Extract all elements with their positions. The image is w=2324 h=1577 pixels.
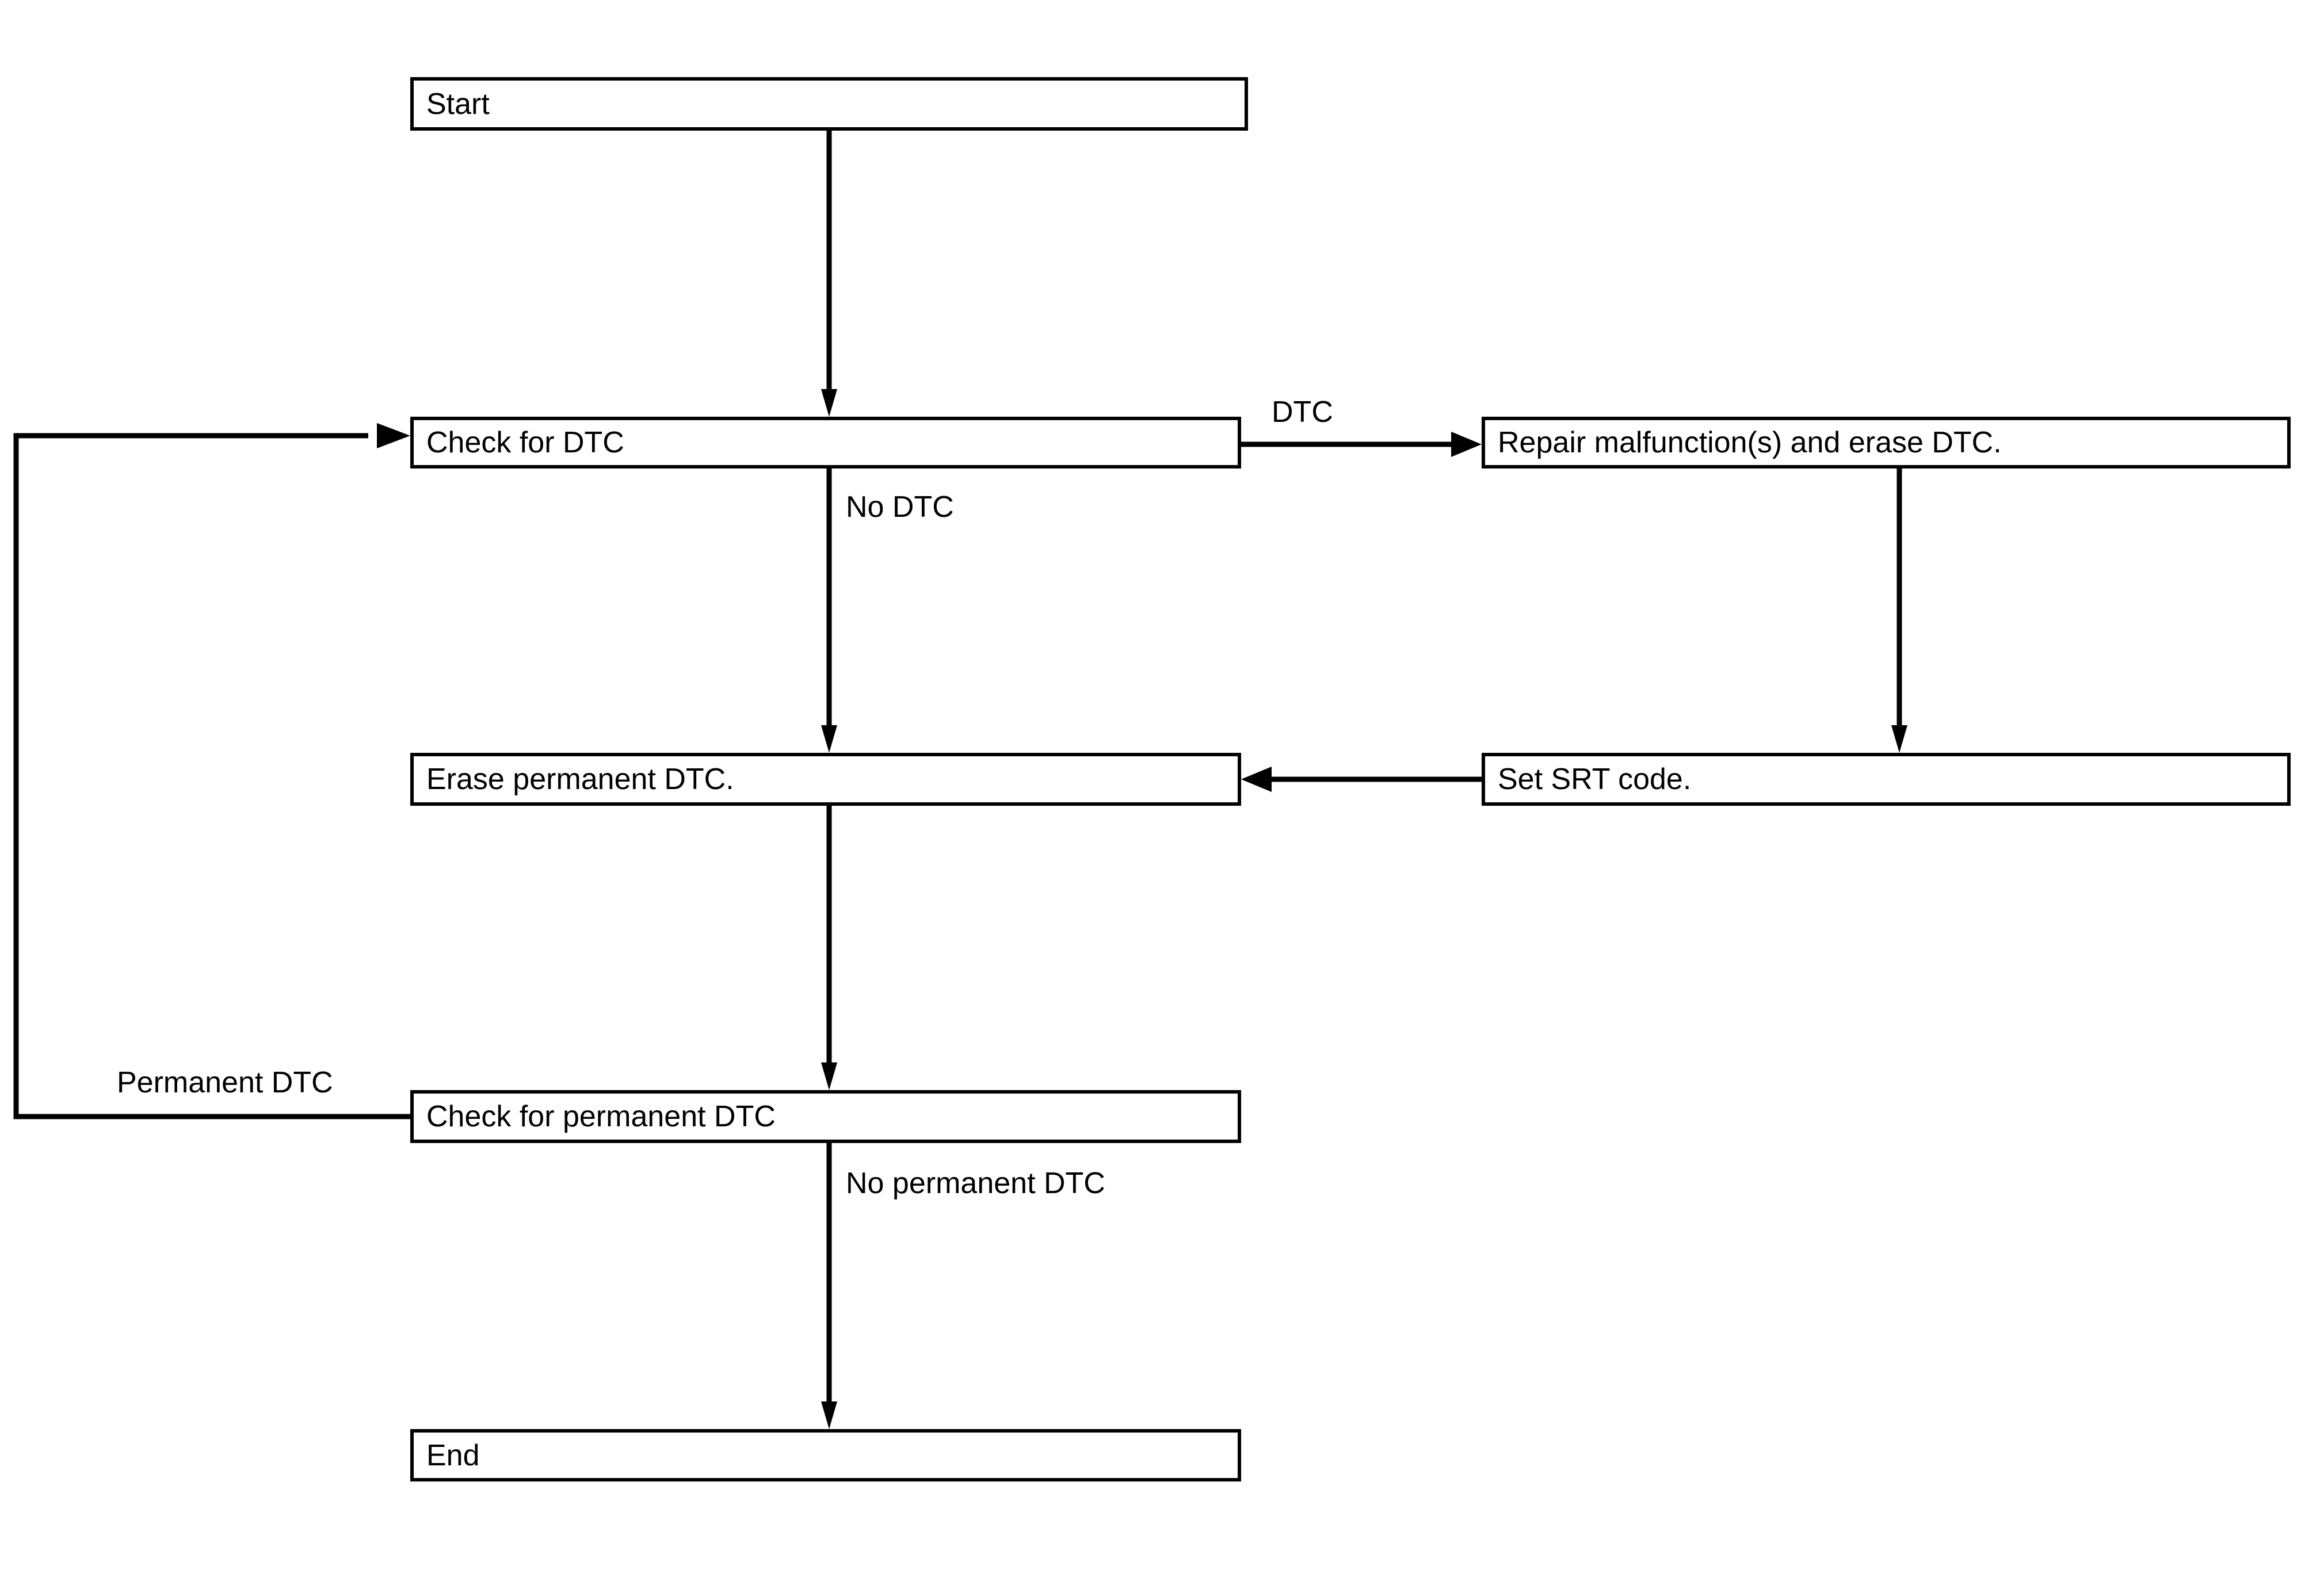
node-check-for-dtc[interactable]: Check for DTC bbox=[410, 417, 1241, 468]
edge-label-permanent-dtc: Permanent DTC bbox=[117, 1066, 333, 1099]
edge-label-no-dtc: No DTC bbox=[846, 490, 954, 524]
node-set-srt-code-label: Set SRT code. bbox=[1498, 763, 1692, 796]
node-repair-malfunctions[interactable]: Repair malfunction(s) and erase DTC. bbox=[1482, 417, 2291, 468]
node-end[interactable]: End bbox=[410, 1429, 1241, 1481]
edge-erase-permanent-dtc-to-check-for-permanent-dtc bbox=[821, 806, 837, 1090]
node-erase-permanent-dtc-label: Erase permanent DTC. bbox=[426, 763, 734, 796]
edge-check-for-permanent-dtc-to-end bbox=[821, 1143, 837, 1429]
node-check-for-permanent-dtc-label: Check for permanent DTC bbox=[426, 1100, 776, 1133]
node-start-label: Start bbox=[426, 87, 490, 121]
edge-label-dtc: DTC bbox=[1272, 395, 1333, 429]
edge-check-for-dtc-to-repair bbox=[1241, 432, 1482, 457]
edge-label-no-permanent-dtc: No permanent DTC bbox=[846, 1167, 1105, 1200]
node-repair-malfunctions-label: Repair malfunction(s) and erase DTC. bbox=[1498, 426, 2002, 459]
node-end-label: End bbox=[426, 1438, 480, 1472]
edge-start-to-check-for-dtc bbox=[821, 131, 837, 417]
node-erase-permanent-dtc[interactable]: Erase permanent DTC. bbox=[410, 753, 1241, 806]
node-check-for-permanent-dtc[interactable]: Check for permanent DTC bbox=[410, 1090, 1241, 1143]
edge-set-srt-code-to-erase-permanent-dtc bbox=[1241, 767, 1482, 792]
node-start[interactable]: Start bbox=[410, 77, 1248, 131]
edge-check-for-dtc-to-erase-permanent-dtc bbox=[821, 468, 837, 753]
node-check-for-dtc-label: Check for DTC bbox=[426, 426, 624, 459]
node-set-srt-code[interactable]: Set SRT code. bbox=[1482, 753, 2291, 806]
edge-repair-to-set-srt-code bbox=[1891, 468, 1907, 753]
edge-permanent-dtc-loop-back bbox=[13, 423, 410, 1119]
